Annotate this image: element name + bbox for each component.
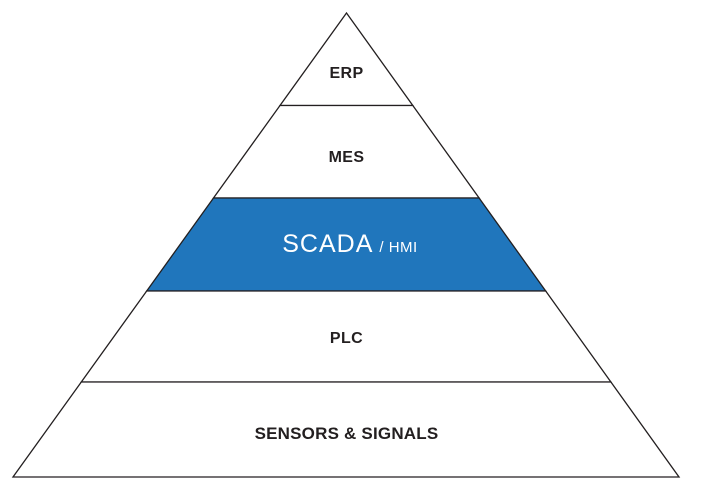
pyramid-level-plc-label: PLC: [330, 330, 363, 347]
pyramid-level-mes-label: MES: [329, 149, 365, 166]
scada-hmi-sublabel: / HMI: [379, 239, 417, 256]
scada-main-label: SCADA: [282, 230, 373, 258]
pyramid-level-scada-label: SCADA / HMI: [282, 230, 417, 258]
pyramid-level-erp-label: ERP: [329, 65, 363, 82]
pyramid-level-sensors-shape: [11, 381, 681, 478]
pyramid-level-sensors-label: SENSORS & SIGNALS: [255, 424, 439, 443]
pyramid-level-erp-shape: [278, 11, 415, 107]
